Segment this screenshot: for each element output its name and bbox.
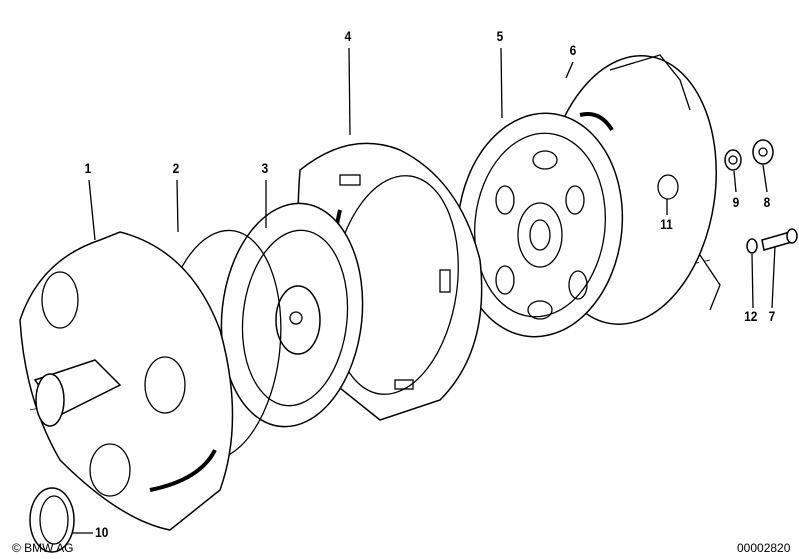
part-8-nut <box>752 139 774 165</box>
part-10-seal <box>29 487 75 553</box>
callout-7: 7 <box>768 308 776 324</box>
callout-10: 10 <box>95 524 109 540</box>
callout-5: 5 <box>496 28 504 44</box>
part-7-bolt <box>761 228 798 251</box>
part-11-ring <box>657 174 679 200</box>
callout-4: 4 <box>344 28 352 44</box>
callout-3: 3 <box>261 160 269 176</box>
callout-11: 11 <box>660 216 673 232</box>
callout-2: 2 <box>172 160 180 176</box>
part-1-housing <box>19 231 234 531</box>
callout-12: 12 <box>744 308 758 324</box>
callout-1: 1 <box>84 160 92 176</box>
part-12-washer <box>746 238 758 254</box>
callout-9: 9 <box>732 194 740 210</box>
callout-8: 8 <box>763 194 771 210</box>
part-9-washer-nut <box>724 149 742 171</box>
diagram-id: 00002820 <box>737 541 791 555</box>
callout-6: 6 <box>569 42 577 58</box>
copyright-text: © BMW AG <box>12 541 74 555</box>
part-3-clutch-disc <box>220 202 364 428</box>
part-5-flywheel <box>456 112 624 338</box>
